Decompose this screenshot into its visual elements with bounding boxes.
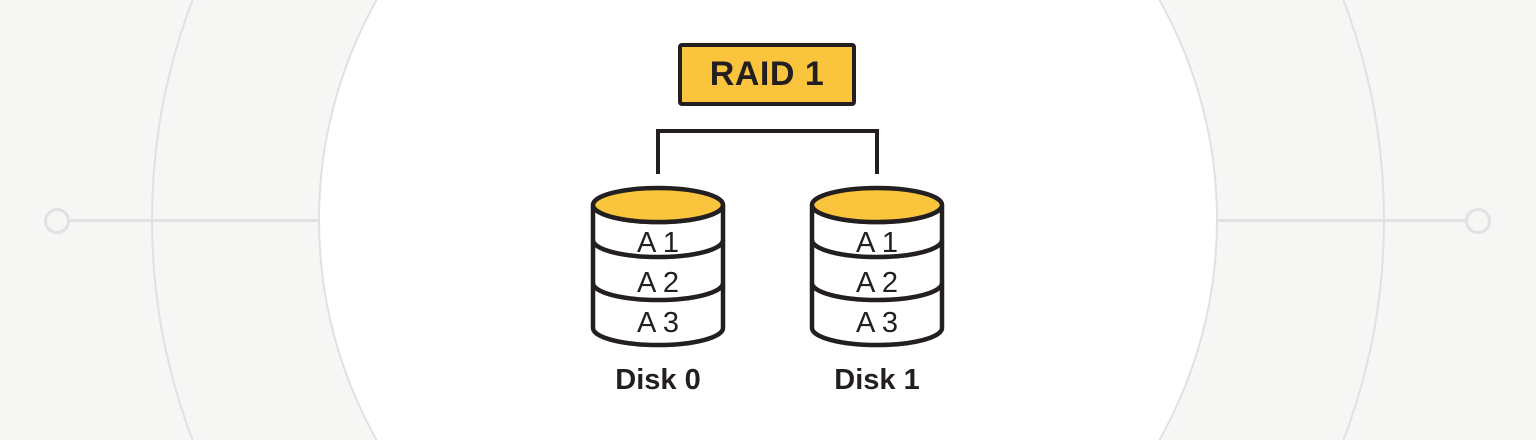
cylinder-divider <box>809 282 945 303</box>
cylinder-divider <box>809 239 945 260</box>
left-decorative-line <box>70 219 318 222</box>
raid-level-badge: RAID 1 <box>678 43 856 106</box>
disk-0-cylinder: A 1 A 2 A 3 <box>590 185 726 348</box>
block-label: A 1 <box>637 227 679 259</box>
block-label: A 1 <box>856 227 898 259</box>
right-decorative-ring <box>1465 208 1491 234</box>
disk-1-cylinder: A 1 A 2 A 3 <box>809 185 945 348</box>
connector-bracket <box>656 129 879 174</box>
raid-level-label: RAID 1 <box>709 55 825 93</box>
right-decorative-line <box>1218 219 1466 222</box>
disk-1-label: Disk 1 <box>834 364 920 396</box>
cylinder-top <box>590 185 726 225</box>
block-label: A 3 <box>637 307 679 339</box>
block-label: A 3 <box>856 307 898 339</box>
left-decorative-ring <box>44 208 70 234</box>
cylinder-divider <box>590 239 726 260</box>
block-label: A 2 <box>637 267 679 299</box>
cylinder-top <box>809 185 945 225</box>
disk-0: A 1 A 2 A 3 Disk 0 <box>588 182 728 397</box>
block-label: A 2 <box>856 267 898 299</box>
disk-1: A 1 A 2 A 3 Disk 1 <box>807 182 947 397</box>
cylinder-divider <box>590 282 726 303</box>
disk-0-label: Disk 0 <box>615 364 701 396</box>
